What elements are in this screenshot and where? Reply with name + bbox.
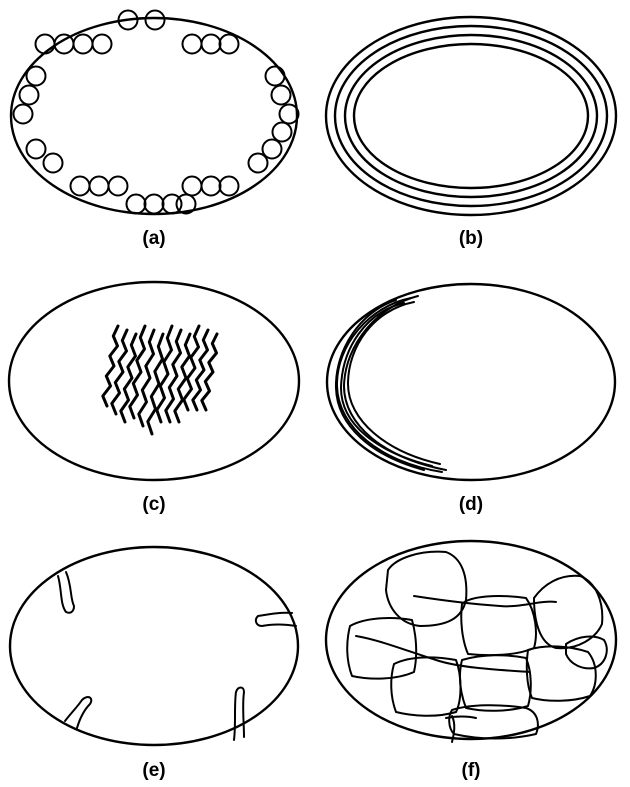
panel-f-crossing-line-4 [446, 717, 476, 719]
panel-f-cell-5 [391, 657, 460, 715]
panel-f-cell-4 [347, 618, 416, 679]
panel-d-label: (d) [441, 494, 501, 516]
panel-a-label: (a) [124, 228, 184, 250]
panel-b-label: (b) [441, 228, 501, 250]
panel-f-label: (f) [441, 760, 501, 782]
panel-e-label: (e) [124, 760, 184, 782]
panel-f-cell-7 [527, 646, 596, 700]
panel-f-cell-6 [460, 655, 531, 711]
panel-c-label: (c) [124, 494, 184, 516]
panel-f-cell-1 [386, 552, 466, 626]
